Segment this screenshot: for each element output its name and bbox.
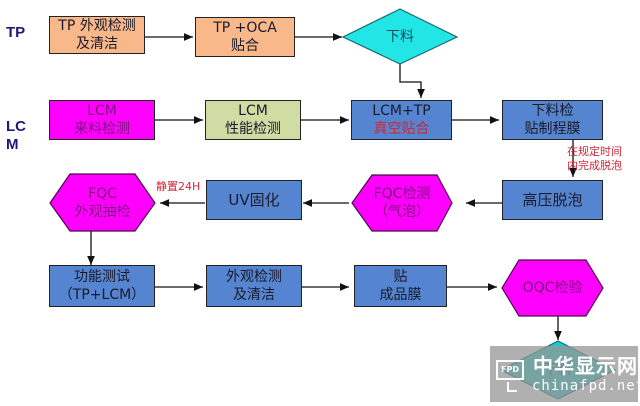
- node-fqc-visual-line1: FQC: [88, 185, 117, 202]
- node-visual-clean: 外观检测 及清洁: [206, 265, 302, 307]
- node-lcm-incoming-line2: 来料检测: [74, 121, 130, 137]
- lane-label-tp: TP: [6, 24, 26, 41]
- node-unload-top-label: 下料: [386, 28, 414, 45]
- node-fqc-bubble-line2: （气泡）: [374, 204, 430, 220]
- node-lcm-tp-bond-line1: LCM+TP: [372, 103, 431, 119]
- node-lcm-perf-line1: LCM: [238, 103, 268, 119]
- node-lcm-incoming: LCM 来料检测: [49, 100, 155, 140]
- node-lcm-tp-bond-line2: 真空贴合: [373, 121, 430, 137]
- node-lcm-incoming-line1: LCM: [87, 103, 117, 119]
- node-unload-film: 下料检 贴制程膜: [502, 100, 603, 140]
- node-lcm-perf-line2: 性能检测: [225, 121, 281, 137]
- node-func-test-line2: （TP+LCM）: [58, 287, 146, 303]
- node-tp-oca-line1: TP +OCA: [213, 20, 277, 36]
- lane-label-lcm-line1: LC: [6, 118, 26, 135]
- node-deaerate-label: 高压脱泡: [522, 191, 583, 209]
- node-lcm-tp-bond: LCM+TP 真空贴合: [351, 100, 452, 140]
- node-uv-cure: UV固化: [206, 180, 302, 220]
- node-finish-film: 贴 成品膜: [354, 265, 447, 307]
- lane-label-lcm: LC M: [6, 118, 26, 154]
- node-func-test: 功能测试 （TP+LCM）: [49, 265, 155, 307]
- node-tp-oca: TP +OCA 贴合: [195, 17, 295, 57]
- node-fqc-visual-line2: 外观抽检: [74, 203, 131, 220]
- node-deaerate: 高压脱泡: [502, 180, 603, 220]
- node-oqc: OQC检验: [502, 260, 603, 316]
- node-uv-cure-label: UV固化: [228, 191, 280, 209]
- watermark: FPD 中华显示网 chinafpd.net: [490, 346, 640, 402]
- lane-label-lcm-line2: M: [6, 136, 19, 153]
- node-unload-film-line1: 下料检: [531, 103, 574, 119]
- watermark-logo-icon: FPD: [496, 360, 524, 380]
- node-tp-clean-line2: 及清洁: [76, 36, 118, 52]
- watermark-url: chinafpd.net: [532, 378, 640, 394]
- node-fqc-bubble: FQC检测 （气泡）: [352, 175, 452, 231]
- node-tp-clean: TP 外观检测 及清洁: [49, 16, 145, 54]
- note-deaerate-time-line2: 内完成脱泡: [567, 159, 622, 172]
- node-func-test-line1: 功能测试: [74, 269, 130, 285]
- watermark-title: 中华显示网: [533, 354, 638, 378]
- node-unload-top: 下料: [343, 9, 457, 64]
- node-finish-film-line2: 成品膜: [379, 287, 422, 303]
- note-deaerate-time: 在规定时间 内完成脱泡: [567, 145, 622, 173]
- node-tp-clean-line1: TP 外观检测: [58, 18, 136, 34]
- node-tp-oca-line2: 贴合: [231, 38, 259, 54]
- hex-fqc-visual: [49, 173, 156, 232]
- note-rest-24h: 静置24H: [156, 180, 201, 193]
- node-visual-clean-line2: 及清洁: [233, 287, 275, 303]
- node-lcm-perf: LCM 性能检测: [205, 100, 301, 140]
- node-visual-clean-line1: 外观检测: [226, 269, 282, 285]
- diamond-unload-top: [341, 8, 459, 65]
- node-oqc-label: OQC检验: [522, 280, 583, 296]
- node-fqc-visual: FQC 外观抽检: [50, 174, 155, 231]
- node-fqc-bubble-line1: FQC检测: [373, 186, 431, 202]
- node-unload-film-line2: 贴制程膜: [524, 121, 581, 137]
- hex-fqc-bubble: [351, 174, 453, 232]
- arrow-unload-to-bond: [399, 64, 425, 98]
- watermark-monitor-stand: [507, 382, 517, 392]
- node-finish-film-line1: 贴: [393, 269, 408, 285]
- hex-oqc: [501, 259, 604, 317]
- note-deaerate-time-line1: 在规定时间: [567, 145, 622, 158]
